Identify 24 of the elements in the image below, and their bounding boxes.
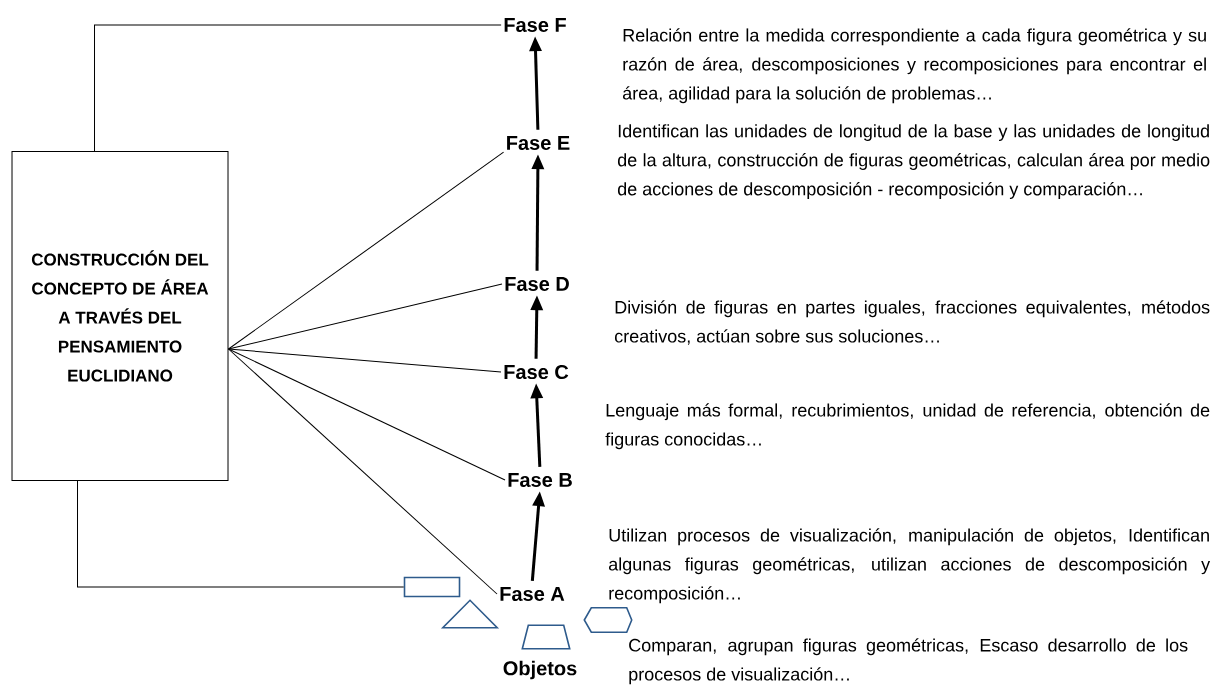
objects-label: Fase B [508, 473, 572, 487]
concept-box: CONSTRUCCIÓN DEL CONCEPTO DE ÁREA A TRAVÉS DEL PENSAMIENTO EUCLIDIANO [11, 151, 229, 481]
objects-label: Fase A [500, 587, 565, 601]
description-text: Utilizan procesos de visualización, manipulación de objetos, Identifican algunas figuras geométricas, utilizan acciones de descomposición y recomposición… [609, 528, 1211, 604]
connector-line [228, 348, 498, 595]
description-text: Identifican las unidades de longitud de la base y las unidades de longitud de la altura, construcción de figuras geométricas, calculan área por medio de acciones de descomposición - recomposición y comparación… [617, 124, 1210, 199]
objects-label: Fase F [504, 18, 566, 32]
objects-label: Fase C [504, 364, 569, 380]
connector-line [77, 480, 405, 588]
connector-line [228, 348, 506, 481]
connector-line [228, 283, 503, 350]
objects-label: Objetos [503, 660, 577, 680]
description-text: Lenguaje más formal, recubrimientos, unidad de referencia, obtención de figuras conocidas… [605, 403, 1210, 450]
description-text: Comparan, agrupan figuras geométricas, Escaso desarrollo de los procesos de visualización… [629, 638, 1188, 685]
description-text: Relación entre la medida correspondiente a cada figura geométrica y su razón de área, descomposiciones y recomposiciones para encontrar el área, agilidad para la solución de problemas… [623, 28, 1206, 104]
objects-label: Fase D [505, 277, 569, 291]
connector-line [228, 151, 505, 350]
connector-line [228, 348, 502, 373]
rectangle-outline [403, 576, 461, 598]
hexagon-outline [583, 607, 633, 633]
description-text: División de figuras en partes iguales, fracciones equivalentes, métodos creativos, actúan sobre sus soluciones… [615, 300, 1210, 345]
connector-line [94, 24, 502, 152]
objects-label: Fase E [507, 136, 570, 150]
trapezoid-outline [521, 624, 571, 650]
